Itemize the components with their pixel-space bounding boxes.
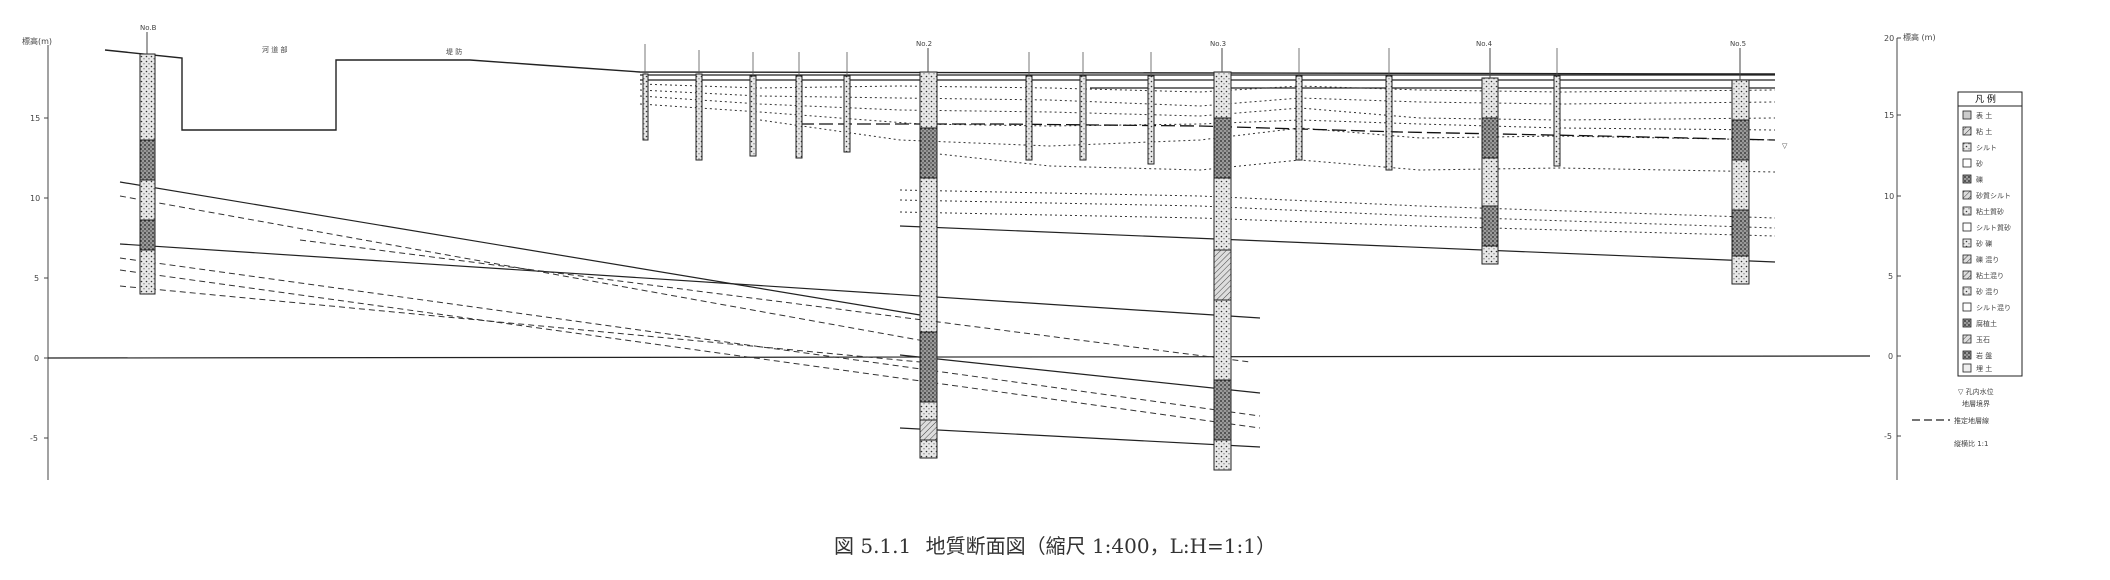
- legend-entries: [1962, 110, 1972, 373]
- legend-item-label: シルト混り: [1976, 303, 2011, 312]
- legend-notes: ▽ 孔内水位 地層境界 推定地層線 縦横比 1:1: [1912, 387, 1994, 448]
- right-axis-tick: 0: [1888, 352, 1893, 361]
- right-axis-tick: 15: [1884, 111, 1894, 120]
- borehole-center-1: No.2: [916, 40, 938, 459]
- shallow-borehole-leaders: [644, 44, 1558, 76]
- legend-box: 凡 例 表 土 粘 土 シルト 砂 礫 砂質シルト: [1957, 91, 2023, 377]
- legend-item-label: 礫 混り: [1976, 255, 1999, 264]
- right-axis-tick: 20: [1884, 34, 1894, 43]
- note-water-level: ▽ 孔内水位: [1958, 387, 1994, 396]
- legend-item-label: 腐植土: [1976, 319, 1997, 328]
- note-scale: 縦横比 1:1: [1954, 439, 1989, 448]
- left-axis-tick: -5: [30, 434, 38, 443]
- note-boundary: 地層境界: [1962, 399, 1990, 408]
- ground-label-left: 河 道 部: [262, 45, 287, 54]
- upper-surface-lines: [640, 74, 1775, 89]
- legend-labels: 表 土 粘 土 シルト 砂 礫 砂質シルト 粘土質砂 シルト質砂 砂 礫 礫 混…: [1976, 111, 2011, 373]
- geologic-section-drawing: 標高(m) 15 10 5 0 -5 標高 (m) 20 15 10 5 0 -…: [22, 24, 2023, 480]
- legend-title: 凡 例: [1975, 93, 1996, 105]
- borehole-left: No.B: [139, 24, 157, 295]
- borehole-id: No.5: [1730, 40, 1746, 48]
- borehole-center-2: No.3: [1210, 40, 1232, 471]
- legend-item-label: シルト質砂: [1976, 223, 2011, 232]
- dotted-layer-boundaries: [639, 83, 1776, 237]
- borehole-id: No.4: [1476, 40, 1493, 48]
- right-axis-tick: 10: [1884, 192, 1894, 201]
- left-axis-tick: 10: [30, 194, 40, 203]
- legend-item-label: 砂 混り: [1976, 287, 1999, 296]
- borehole-id: No.B: [140, 24, 157, 32]
- legend-item-label: 粘土質砂: [1976, 207, 2004, 216]
- right-elevation-axis: 標高 (m) 20 15 10 5 0 -5: [1884, 32, 1936, 480]
- borehole-right-2: No.5: [1730, 40, 1750, 285]
- right-axis-tick: 5: [1888, 272, 1893, 281]
- legend-item-label: 砂質シルト: [1976, 191, 2011, 200]
- note-dashed: 推定地層線: [1954, 416, 1989, 425]
- borehole-right-1: No.4: [1476, 40, 1499, 265]
- groundwater-mark: ▽: [1782, 142, 1788, 150]
- left-axis-label: 標高(m): [22, 36, 52, 46]
- left-elevation-axis: 標高(m) 15 10 5 0 -5: [22, 36, 52, 480]
- legend-item-label: 岩 盤: [1976, 351, 1992, 360]
- legend-item-label: 粘 土: [1976, 127, 1992, 136]
- borehole-id: No.3: [1210, 40, 1226, 48]
- figure-caption: 図 5.1.1 地質断面図（縮尺 1:400，L:H=1:1）: [0, 530, 2110, 559]
- right-axis-label: 標高 (m): [1903, 32, 1936, 42]
- borehole-id: No.2: [916, 40, 932, 48]
- legend-item-label: シルト: [1976, 144, 1997, 152]
- ground-label-right: 堤 防: [446, 47, 462, 56]
- legend-item-label: 礫: [1976, 175, 1983, 184]
- left-axis-tick: 15: [30, 114, 40, 123]
- dashed-inclined-boundaries: [119, 195, 1261, 429]
- legend-item-label: 埋 土: [1976, 364, 1992, 373]
- solid-layer-boundaries: [47, 181, 1871, 448]
- legend-item-label: 表 土: [1976, 111, 1992, 120]
- left-axis-tick: 5: [34, 274, 39, 283]
- legend-item-label: 砂 礫: [1976, 239, 1992, 248]
- figure-number: 図 5.1.1: [833, 534, 912, 558]
- legend-item-label: 玉石: [1976, 336, 1990, 344]
- figure-title: 地質断面図（縮尺 1:400，L:H=1:1）: [925, 534, 1276, 558]
- right-axis-tick: -5: [1884, 432, 1892, 441]
- left-axis-tick: 0: [34, 354, 39, 363]
- legend-item-label: 砂: [1976, 159, 1983, 168]
- ground-surface-line: [104, 49, 1776, 131]
- legend-item-label: 粘土混り: [1976, 271, 2004, 280]
